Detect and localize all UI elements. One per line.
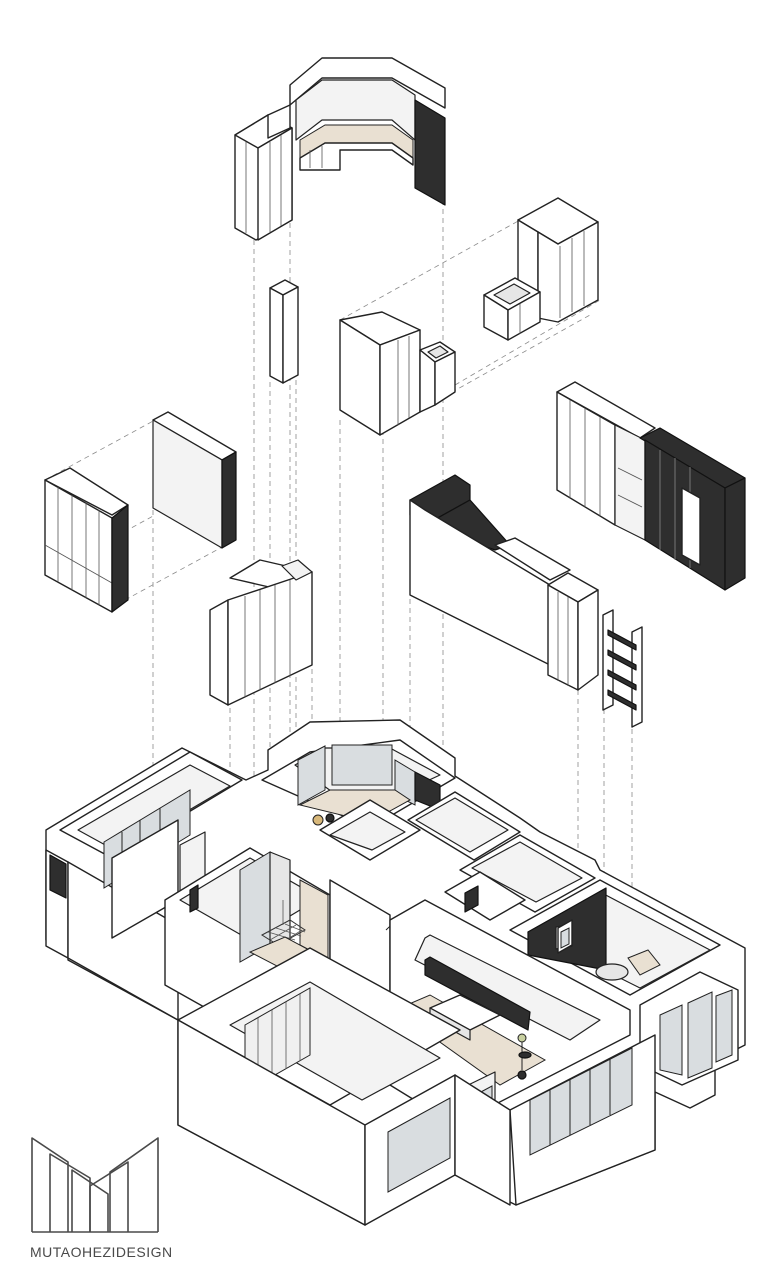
open-shelf-unit (602, 609, 643, 728)
kitchen-cabinet-module (234, 57, 446, 241)
entry-cabinet-module (339, 311, 456, 436)
study-cabinet-module (209, 559, 313, 706)
bedroom-wardrobe-module (44, 411, 237, 613)
living-room-wall-unit (409, 474, 599, 691)
bathroom-vanity-module (483, 197, 599, 341)
brand-wordmark: MUTAOHEZIDESIGN (30, 1244, 173, 1260)
base-floor-plan (45, 719, 746, 1226)
wardrobe-dark-module (556, 381, 746, 591)
narrow-tall-cabinet (269, 279, 299, 384)
brand-logo-mark (31, 1137, 159, 1233)
